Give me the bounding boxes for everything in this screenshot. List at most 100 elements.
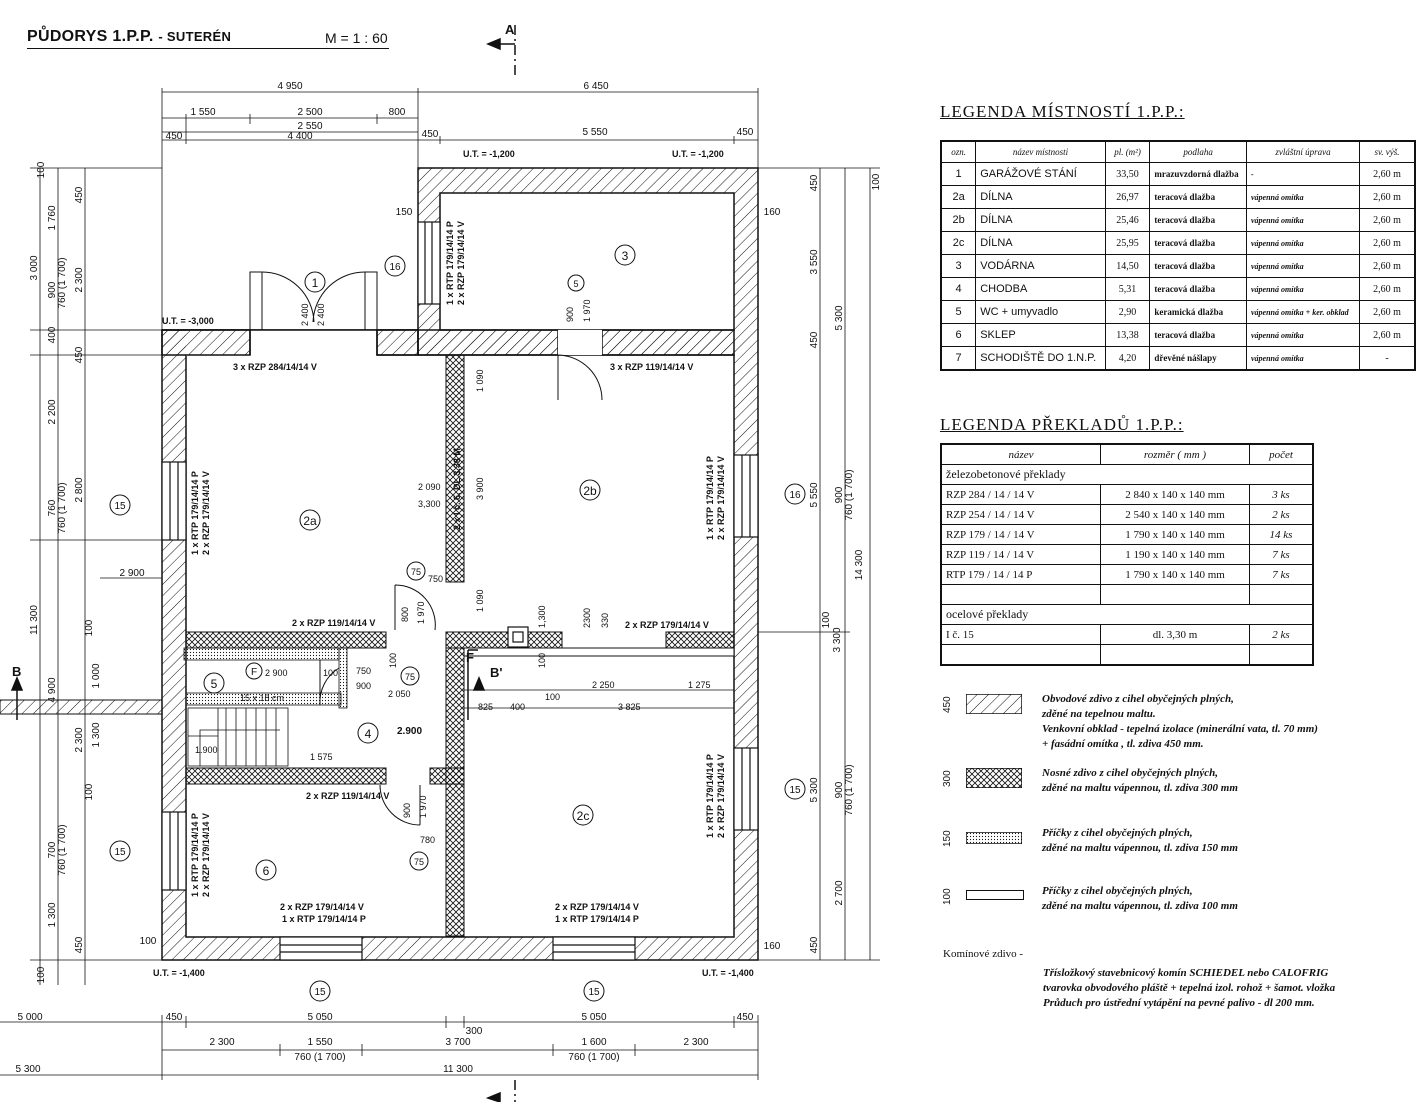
lintel-3x119: 3 x RZP 119/14/14 V: [610, 362, 693, 372]
dim-4950: 4 950: [277, 81, 302, 92]
dim-l-100a: 100: [36, 161, 47, 178]
room-legend-cell: teracová dlažba: [1149, 231, 1247, 255]
room-labels: 1 2a 2b 2c 3 4 5 6 F 5 15 15 15 15 15 16…: [114, 249, 801, 998]
lintel-legend-cell: 2 840 x 140 x 140 mm: [1100, 484, 1250, 505]
dim-1550: 1 550: [190, 107, 215, 118]
material-line: zděné na maltu vápennou, tl. zdiva 150 m…: [1042, 842, 1238, 854]
idim-2050: 2 050: [388, 689, 411, 699]
partitions-150: [183, 647, 348, 709]
stairs: [187, 707, 289, 767]
dim-l-4900: 4 900: [47, 677, 58, 702]
room-legend-cell: teracová dlažba: [1149, 254, 1247, 278]
level-bottom-left: U.T. = -1,400: [153, 968, 205, 978]
lintel-legend-cell: 2 ks: [1249, 624, 1314, 645]
dim-r-100a: 100: [871, 173, 882, 190]
idim-800: 800: [400, 607, 410, 622]
dim-l-100d: 100: [36, 966, 47, 983]
material-thickness: 450: [942, 696, 953, 714]
garage-wall-hatch: [161, 329, 251, 356]
room-legend-cell: 2,60 m: [1359, 277, 1416, 301]
room-label-5: 5: [211, 677, 218, 691]
room-legend-cell: teracová dlažba: [1149, 323, 1247, 347]
room-legend-cell: vápenná omítka: [1246, 185, 1360, 209]
dim-r-150: 150: [396, 207, 413, 218]
chimney-line: Průduch pro ústřední vytápění na pevné p…: [1043, 997, 1315, 1009]
lintel-legend-cell: RZP 284 / 14 / 14 V: [940, 484, 1101, 505]
lintel-r2ca: 2 x RZP 179/14/14 V: [555, 902, 639, 912]
partitions-100: [463, 647, 735, 657]
dim-450c: 450: [737, 127, 754, 138]
idim-1970c: 1 970: [418, 795, 428, 818]
material-line: zděné na tepelnou maltu.: [1042, 708, 1156, 720]
material-thickness: 300: [942, 770, 953, 788]
lintel-vertical-1: 1 x RTP 179/14/14 P: [445, 221, 455, 305]
room-legend-header-cell: sv. výš.: [1359, 140, 1416, 163]
drawing-title: PŮDORYS 1.P.P. - SUTERÉN: [27, 28, 231, 46]
dims-top: 4 950 6 450 1 550 2 500 800 2 550 4 400 …: [166, 81, 754, 142]
room-legend-cell: 2,60 m: [1359, 254, 1416, 278]
lintel-2x179a: 2 x RZP 179/14/14 V: [625, 620, 709, 630]
idim-100c: 100: [537, 653, 547, 668]
lintel-legend-cell: 1 790 x 140 x 140 mm: [1100, 524, 1250, 545]
garage-wall-hatch-right: [376, 329, 419, 356]
dim-b-450a: 450: [166, 1012, 183, 1023]
lintel-legend-cell: [940, 584, 1101, 605]
material-line: + fasádní omítka , tl. zdiva 450 mm.: [1042, 738, 1204, 750]
dim-r-760b: 760 (1 700): [844, 764, 855, 815]
dim-r-3300: 3 300: [832, 627, 843, 652]
room-label-1: 1: [312, 276, 319, 290]
dim-4400: 4 400: [287, 131, 312, 142]
dim-b-11300: 11 300: [443, 1064, 473, 1075]
material-line: Příčky z cihel obyčejných plných,: [1042, 885, 1193, 897]
dim-r-14300: 14 300: [854, 549, 865, 580]
room-label-5-small: 5: [573, 279, 578, 289]
room-legend-cell: 5: [940, 300, 977, 324]
room-legend-header-cell: pl. (m²): [1104, 140, 1151, 163]
material-line: zděné na maltu vápennou, tl. zdiva 100 m…: [1042, 900, 1238, 912]
room-legend-cell: 1: [940, 162, 977, 186]
door-tag-75b: 75: [405, 672, 415, 682]
idim-330: 330: [600, 613, 610, 628]
dim-b-300: 300: [466, 1026, 483, 1037]
idim-2900: 2 900: [265, 668, 288, 678]
idim-750b: 750: [356, 666, 371, 676]
lintel-vertical-4: 2 x RZP 179/14/14 V: [201, 471, 211, 555]
door-tag-75a: 75: [411, 567, 421, 577]
upper-wall-room3b: [601, 329, 735, 356]
dim-b-760b: 760 (1 700): [568, 1052, 619, 1063]
lintel-legend-cell: [1249, 644, 1314, 666]
idim-100d: 100: [545, 692, 560, 702]
room-legend-cell: WC + umyvadlo: [975, 300, 1106, 324]
dim-b-5300: 5 300: [15, 1064, 40, 1075]
material-text: Příčky z cihel obyčejných plných, zděné …: [1042, 826, 1372, 856]
room-legend-cell: vápenná omítka: [1246, 346, 1360, 371]
level-top-right: U.T. = -1,200: [672, 149, 724, 159]
dim-r-450a: 450: [809, 174, 820, 191]
section-label-B: B: [12, 664, 21, 679]
dim-l-2900: 2 900: [119, 568, 144, 579]
room-legend-cell: -: [1246, 162, 1360, 186]
dim-l-1000: 1 000: [91, 663, 102, 688]
dim-l-450a: 450: [74, 186, 85, 203]
lintel-3x284: 3 x RZP 284/14/14 V: [233, 362, 317, 372]
lintel-r2cb: 1 x RTP 179/14/14 P: [555, 914, 639, 924]
lintel-vertical-6: 2 x RZP 179/14/14 V: [716, 456, 726, 540]
door-tag-75c: 75: [414, 857, 424, 867]
lintel-legend-cell: [1100, 644, 1250, 666]
room-legend-cell: 2c: [940, 231, 977, 255]
dim-l-1300a: 1 300: [91, 722, 102, 747]
lintel-legend-blank-row: [940, 644, 1314, 666]
drawing-scale: M = 1 : 60: [325, 30, 388, 46]
room-legend-cell: GARÁŽOVÉ STÁNÍ: [975, 162, 1106, 186]
chimney: [507, 626, 529, 648]
room-legend-cell: 2,60 m: [1359, 208, 1416, 232]
room-legend-cell: 2,60 m: [1359, 185, 1416, 209]
lintel-legend-group: ocelové překlady: [940, 604, 1314, 625]
dim-5550: 5 550: [582, 127, 607, 138]
